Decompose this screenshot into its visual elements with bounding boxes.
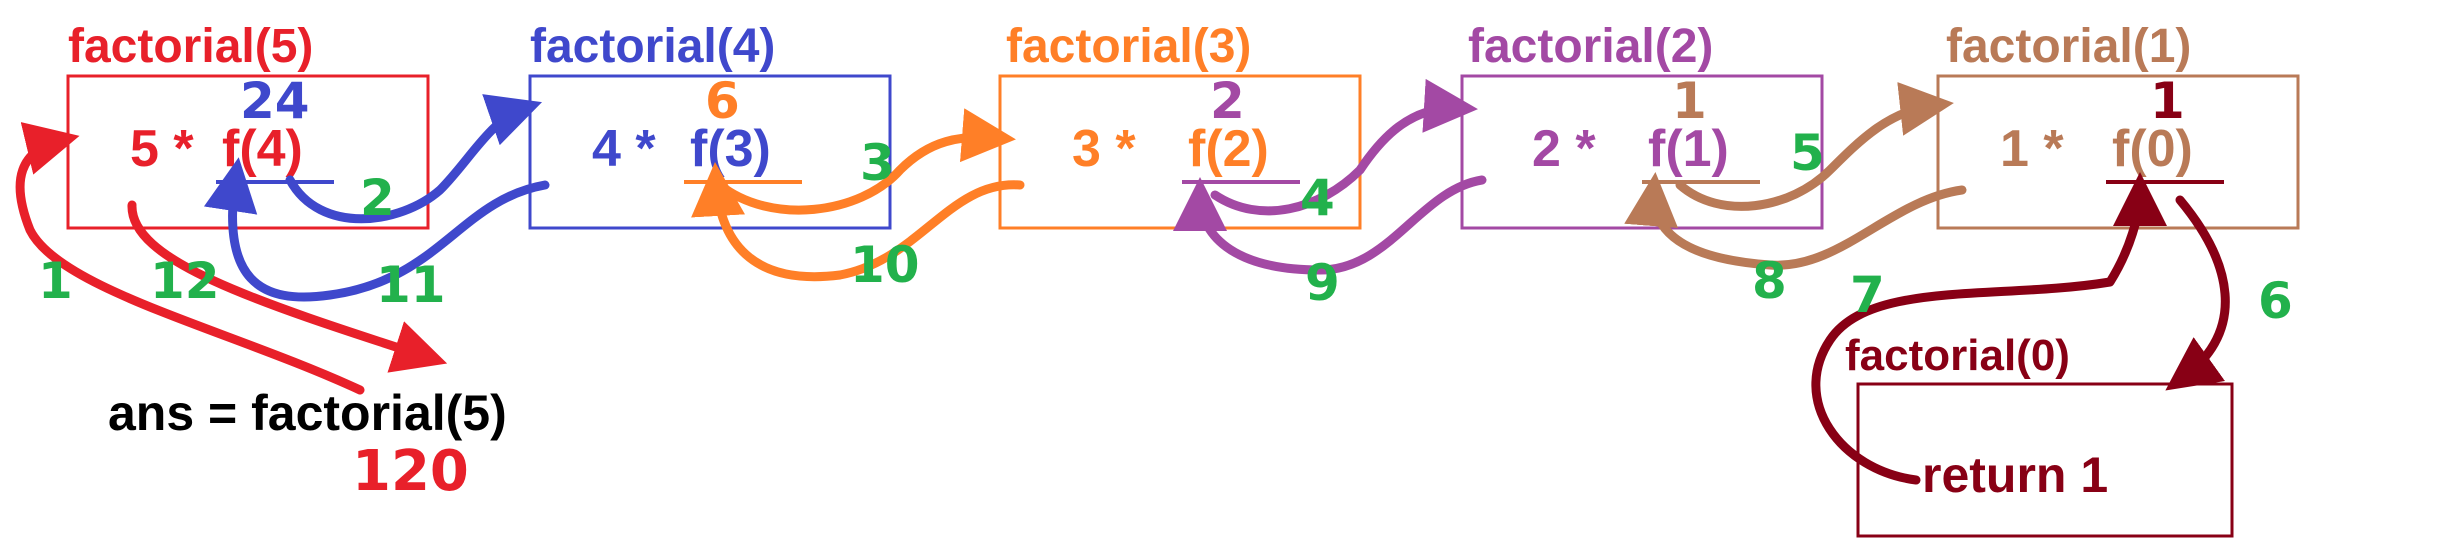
frame-expression-prefix: 3 * <box>1072 120 1136 178</box>
frame-title: factorial(1) <box>1946 20 2191 73</box>
step-label-9: 9 <box>1305 254 1340 312</box>
step-label-7: 7 <box>1850 266 1885 324</box>
returned-value: 1 <box>2150 72 2185 130</box>
frame-expression-prefix: 2 * <box>1532 120 1596 178</box>
statement: ans = factorial(5) 120 <box>108 385 507 504</box>
base-case-frame: factorial(0) return 1 <box>1845 331 2234 538</box>
returned-value: 2 <box>1210 72 1245 130</box>
arrow-call-6 <box>2165 195 2230 391</box>
returned-value: 6 <box>705 72 740 130</box>
frame-title: factorial(5) <box>68 20 313 73</box>
step-label-4: 4 <box>1300 169 1335 227</box>
arrow-call-5 <box>1675 82 1954 211</box>
step-label-10: 10 <box>850 236 920 294</box>
frame-1: factorial(1) 1 * f(0)1 <box>1936 20 2300 230</box>
frame-recursive-call: f(2) <box>1188 120 1269 178</box>
base-case-box <box>1856 382 2234 538</box>
arrow-return-10 <box>691 162 1025 282</box>
arrows-group <box>15 78 2230 485</box>
statement-text: ans = factorial(5) <box>108 385 507 441</box>
frame-expression-prefix: 4 * <box>592 120 656 178</box>
step-label-5: 5 <box>1790 124 1825 182</box>
frame-title: factorial(3) <box>1006 20 1251 73</box>
frame-5: factorial(5)5 *f(4)24 <box>66 20 430 230</box>
arrow-call-2 <box>285 94 543 224</box>
arrow-call-1 <box>15 122 365 395</box>
arrow-return-7 <box>1811 172 2167 485</box>
returned-value: 24 <box>240 72 310 130</box>
frame-2: factorial(2) 2 * f(1)1 <box>1460 20 1824 230</box>
frame-recursive-call: f(0) <box>2112 120 2193 178</box>
step-label-3: 3 <box>860 134 895 192</box>
step-label-12: 12 <box>150 252 220 310</box>
base-case-body: return 1 <box>1922 447 2108 503</box>
step-label-2: 2 <box>360 169 395 227</box>
frame-box <box>1936 74 2300 230</box>
step-label-8: 8 <box>1752 252 1787 310</box>
statement-result: 120 <box>352 439 469 504</box>
frame-title: factorial(4) <box>530 20 775 73</box>
step-label-11: 11 <box>376 256 446 314</box>
frame-box <box>528 74 892 230</box>
arrow-call-3 <box>715 108 1016 215</box>
frame-expression-prefix: 1 * <box>2000 120 2064 178</box>
arrow-return-8 <box>1624 172 1967 270</box>
step-label-1: 1 <box>38 252 73 310</box>
step-label-6: 6 <box>2258 272 2293 330</box>
arrow-return-11 <box>203 157 550 302</box>
frame-title: factorial(2) <box>1468 20 1713 73</box>
base-case-title: factorial(0) <box>1845 331 2070 380</box>
arrow-return-12 <box>127 200 448 373</box>
frame-4: factorial(4)4 *f(3)6 <box>528 20 892 230</box>
arrow-call-4 <box>1210 78 1478 216</box>
returned-value: 1 <box>1672 72 1707 130</box>
frame-recursive-call: f(1) <box>1648 120 1729 178</box>
arrow-return-9 <box>1173 175 1487 275</box>
frame-expression-prefix: 5 * <box>130 120 194 178</box>
